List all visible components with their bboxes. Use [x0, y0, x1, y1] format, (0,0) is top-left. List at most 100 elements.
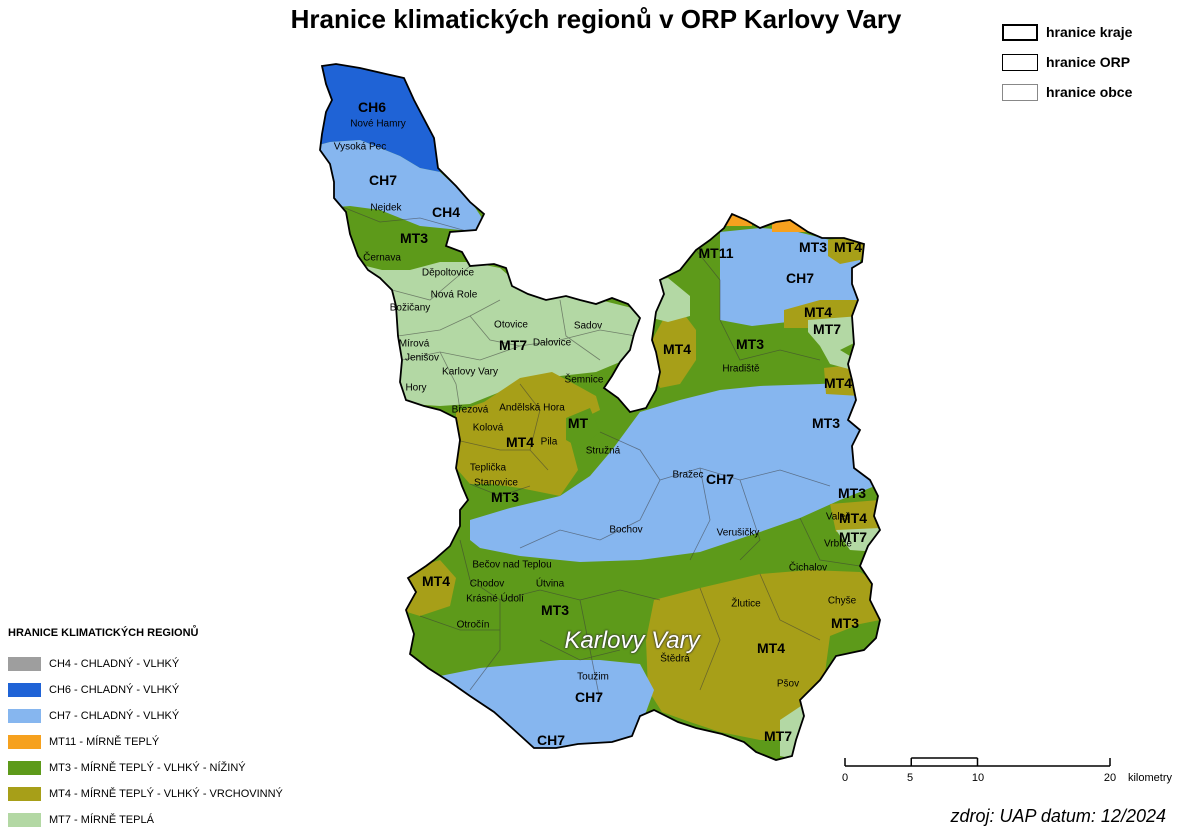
municipality-label: Karlovy Vary — [442, 366, 498, 378]
municipality-border — [689, 467, 711, 561]
municipality-label: Bražec — [672, 469, 704, 481]
municipality-border — [719, 319, 821, 361]
legend-swatch — [8, 709, 41, 723]
zone-ch6-area — [320, 64, 440, 172]
zone-code-label: MT11 — [698, 245, 734, 261]
scale-bar — [844, 757, 1111, 767]
boundary-legend-kraje: hranice kraje — [1002, 22, 1132, 42]
municipality-label: Mírová — [398, 338, 430, 350]
zone-code-label: MT3 — [400, 230, 428, 246]
municipality-label: Valeč — [825, 511, 851, 523]
zone-code-label: CH4 — [431, 204, 461, 220]
legend-swatch — [8, 761, 41, 775]
zone-mt4-east-area — [830, 500, 880, 532]
legend-swatch — [8, 813, 41, 827]
zone-code-label: MT4 — [757, 640, 785, 656]
zone-code-label: CH7 — [368, 172, 398, 188]
zone-code-label: MT4 — [824, 375, 852, 391]
scale-tick-label: 10 — [971, 772, 985, 784]
zone-ch7-north-area — [320, 140, 490, 230]
municipality-label: Útvina — [535, 578, 565, 590]
legend-item-mt7: MT7 - MÍRNĚ TEPLÁ — [8, 812, 154, 828]
municipality-border — [799, 517, 861, 567]
thick-boundary-swatch — [1002, 23, 1038, 41]
municipality-label: Stanovice — [474, 477, 518, 489]
municipality-border — [519, 431, 661, 549]
scale-tick-label: 0 — [841, 772, 849, 784]
thin-boundary-swatch — [1002, 83, 1038, 101]
zone-code-label: CH7 — [574, 689, 604, 705]
municipality-label: Žlutice — [731, 598, 761, 610]
legend-swatch — [8, 683, 41, 697]
map-title: Hranice klimatických regionů v ORP Karlo… — [290, 4, 902, 34]
scale-tick-label: 5 — [906, 772, 914, 784]
municipality-label: Božičany — [389, 302, 431, 314]
zone-code-label: MT4 — [839, 510, 867, 526]
zone-code-label: MT7 — [499, 337, 527, 353]
zone-code-label: MT3 — [736, 336, 764, 352]
zone-code-label: MT3 — [812, 415, 840, 431]
municipality-border — [469, 483, 531, 497]
municipality-label: Šemnice — [564, 374, 604, 386]
municipality-border — [469, 315, 521, 347]
legend-item-ch6: CH6 - CHLADNÝ - VLHKÝ — [8, 682, 179, 698]
municipality-label: Černava — [363, 252, 401, 264]
municipality-label: Chyše — [827, 595, 857, 607]
boundary-legend-orp: hranice ORP — [1002, 52, 1130, 72]
zone-code-label: MT4 — [506, 434, 534, 450]
source-note: zdroj: UAP datum: 12/2024 — [950, 806, 1166, 826]
municipality-label: Krásné Údolí — [466, 593, 524, 605]
zone-code-label: MT7 — [813, 321, 841, 337]
zone-ch7-south-area — [440, 660, 654, 760]
legend-item-ch4: CH4 - CHLADNÝ - VLHKÝ — [8, 656, 179, 672]
zone-code-label: MT4 — [663, 341, 691, 357]
zone-mt7-ne-area — [808, 316, 860, 372]
municipality-label: Verušičky — [716, 527, 760, 539]
municipality-border — [739, 479, 761, 561]
zone-mt-small-area — [566, 408, 600, 448]
legend-label: MT7 - MÍRNĚ TEPLÁ — [49, 814, 154, 826]
municipality-border — [459, 539, 661, 601]
zone-code-label: MT4 — [422, 573, 450, 589]
legend-label: CH6 - CHLADNÝ - VLHKÝ — [49, 684, 180, 696]
legend-item-ch7: CH7 - CHLADNÝ - VLHKÝ — [8, 708, 179, 724]
zone-mt4-middle-area — [456, 372, 600, 496]
zone-code-label: CH7 — [785, 270, 815, 286]
municipality-border — [699, 587, 721, 691]
zone-code-label: MT3 — [831, 615, 859, 631]
municipality-label: Děpoltovice — [421, 267, 475, 279]
zone-code-label: MT7 — [764, 728, 792, 744]
municipality-label: Nová Role — [430, 289, 478, 301]
municipality-label: Andělská Hora — [499, 402, 565, 414]
zone-code-label: MT7 — [839, 529, 867, 545]
legend-item-mt11: MT11 - MÍRNĚ TEPLÝ — [8, 734, 159, 750]
municipality-label: Otovice — [494, 319, 528, 331]
municipality-label: Nové Hamry — [350, 118, 406, 130]
legend-label: MT11 - MÍRNĚ TEPLÝ — [49, 736, 160, 748]
municipality-label: Bochov — [609, 524, 643, 536]
municipality-border — [559, 299, 601, 361]
municipality-border — [391, 265, 471, 301]
municipality-label: Toužim — [577, 671, 609, 683]
zone-mt4-ne1-area — [652, 314, 696, 388]
municipality-label: Hradiště — [722, 363, 760, 375]
legend-swatch — [8, 657, 41, 671]
legend-heading: HRANICE KLIMATICKÝCH REGIONŮ — [8, 627, 199, 639]
legend-item-mt4: MT4 - MÍRNĚ TEPLÝ - VLHKÝ - VRCHOVINNÝ — [8, 786, 283, 802]
municipality-label: Březová — [451, 404, 489, 416]
municipality-border — [397, 299, 501, 337]
scale-unit: kilometry — [1127, 772, 1173, 784]
municipality-border — [419, 615, 500, 631]
municipality-label: Čichalov — [788, 562, 828, 574]
municipality-border — [579, 599, 601, 701]
zone-code-label: MT3 — [541, 602, 569, 618]
legend-label: CH4 - CHLADNÝ - VLHKÝ — [49, 658, 180, 670]
medium-boundary-swatch — [1002, 53, 1038, 71]
legend-item-mt3: MT3 - MÍRNĚ TEPLÝ - VLHKÝ - NÍŽINÝ — [8, 760, 246, 776]
municipality-label: Štědrá — [660, 653, 690, 665]
municipality-label: Nejdek — [370, 202, 402, 214]
city-label: Karlovy Vary — [564, 627, 700, 654]
zone-code-label: MT4 — [804, 304, 832, 320]
municipality-border — [439, 351, 461, 411]
